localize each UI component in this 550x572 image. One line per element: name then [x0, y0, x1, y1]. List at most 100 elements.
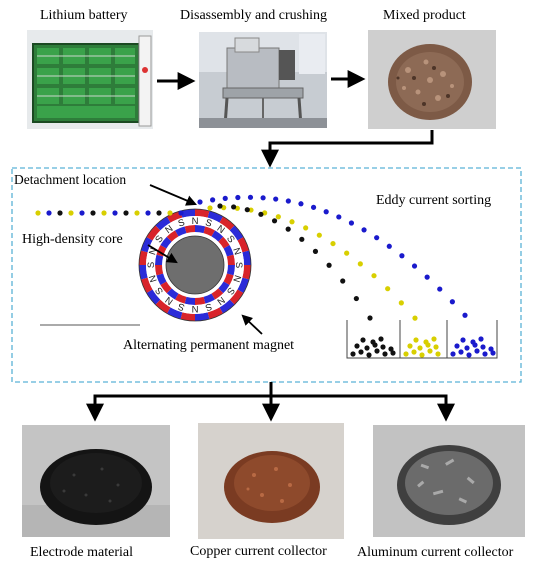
magnet-inner-segment — [211, 230, 224, 242]
feed-particle — [145, 210, 151, 216]
pole-letter: S — [224, 285, 237, 297]
feed-particle — [90, 210, 96, 216]
electrode-material-photo — [22, 425, 170, 537]
blue-particle — [437, 286, 443, 292]
blue-particle — [285, 198, 291, 204]
high-density-core — [165, 235, 225, 295]
black-bin-particle — [382, 351, 388, 357]
blue-bin-particle — [466, 352, 472, 358]
blue-particle — [323, 209, 329, 215]
blue-particle — [235, 194, 241, 201]
magnet-inner-segment — [175, 293, 187, 304]
black-particle — [258, 211, 264, 217]
label-lithium-battery: Lithium battery — [40, 8, 128, 23]
label-disassembly: Disassembly and crushing — [180, 8, 327, 23]
feed-particle — [46, 210, 52, 216]
feed-particle — [101, 210, 107, 216]
magnet-outer-segment — [237, 237, 250, 253]
magnet-inner-segment — [155, 254, 164, 265]
yellow-particle — [371, 273, 377, 279]
magnet-outer-segment — [180, 209, 195, 218]
magnet-inner-segment — [195, 296, 206, 305]
pole-letter: S — [153, 285, 166, 297]
label-high-density-core: High-density core — [22, 232, 123, 247]
black-bin-particle — [350, 351, 356, 357]
mixed-product-photo — [368, 30, 496, 129]
feed-particle — [156, 210, 162, 216]
yellow-bin-particle — [433, 344, 439, 350]
blue-particle — [348, 220, 355, 226]
pole-letter: S — [177, 217, 186, 229]
core-pointer — [147, 244, 178, 264]
feed-particle — [123, 210, 129, 216]
magnet-inner-segment — [184, 225, 195, 234]
black-particle — [340, 278, 346, 284]
magnet-outer-segment — [229, 289, 244, 305]
yellow-bin-particle — [423, 339, 429, 345]
yellow-particle — [412, 315, 418, 321]
particle-streams — [35, 194, 496, 358]
label-copper: Copper current collector — [190, 544, 327, 559]
magnet-outer-segment — [207, 307, 223, 320]
lithium-battery-photo — [27, 30, 153, 129]
pole-letter: N — [147, 273, 160, 283]
blue-particle — [462, 312, 468, 318]
pole-letter: N — [147, 246, 160, 256]
blue-particle — [449, 299, 455, 305]
magnet-outer-segment — [155, 216, 171, 231]
blue-bin-particle — [488, 346, 494, 352]
feed-particle — [35, 210, 41, 216]
black-particle — [231, 204, 237, 210]
copper-collector-photo — [198, 423, 344, 539]
magnet-inner-segment — [203, 226, 215, 237]
blue-bin-particle — [464, 345, 470, 351]
magnet-outer-segment — [207, 210, 223, 223]
pole-letter: N — [230, 274, 243, 284]
blue-bin-particle — [458, 349, 464, 355]
magnet-outer-segment — [139, 265, 148, 280]
blue-particle — [336, 214, 342, 220]
magnet-inner-segment — [156, 273, 167, 285]
black-bin-particle — [390, 350, 396, 356]
magnet-inner-segment — [184, 296, 195, 305]
pole-letter: S — [177, 300, 186, 312]
blue-particle — [273, 196, 279, 202]
feed-particle — [178, 210, 184, 216]
black-bin-particle — [378, 336, 384, 342]
feed-particle — [68, 210, 74, 216]
blue-particle — [298, 201, 304, 207]
black-bin-particle — [364, 345, 370, 351]
magnet-outer-segment — [180, 312, 195, 321]
magnet-inner-segment — [155, 265, 164, 276]
magnet-rim — [138, 208, 252, 322]
magnet-outer-segment — [139, 250, 148, 265]
blue-bin-particle — [450, 351, 456, 357]
blue-particle — [197, 199, 203, 205]
pole-letter: N — [230, 247, 243, 257]
yellow-bin-particle — [413, 337, 419, 343]
magnet-inner-segment — [223, 273, 234, 285]
magnet-inner-segment — [218, 236, 230, 249]
label-eddy-current: Eddy current sorting — [376, 193, 492, 208]
pole-letter: S — [224, 234, 237, 246]
magnet-outer-segment — [140, 277, 153, 293]
label-mixed-product: Mixed product — [383, 8, 466, 23]
magnet-outer-segment — [155, 299, 171, 314]
yellow-bin-particle — [419, 352, 425, 358]
disassembly-machine-photo — [199, 32, 327, 128]
magnet-outer-segment — [167, 307, 183, 320]
magnet-inner-segment — [226, 265, 235, 276]
arrow-mixed-to-sorting — [261, 130, 434, 168]
sorting-frame — [11, 167, 522, 383]
yellow-bin-particle — [417, 345, 423, 351]
aluminum-collector-photo — [373, 425, 525, 537]
black-particle — [326, 262, 332, 268]
magnet-outer-segment — [219, 299, 235, 314]
label-aluminum: Aluminum current collector — [357, 545, 514, 560]
black-particle — [217, 203, 223, 209]
blue-bin-particle — [460, 337, 466, 343]
magnet-outer-segment — [229, 225, 244, 241]
yellow-particle — [248, 207, 254, 213]
magnet-inner-segment — [223, 245, 234, 257]
blue-particle — [310, 204, 317, 210]
